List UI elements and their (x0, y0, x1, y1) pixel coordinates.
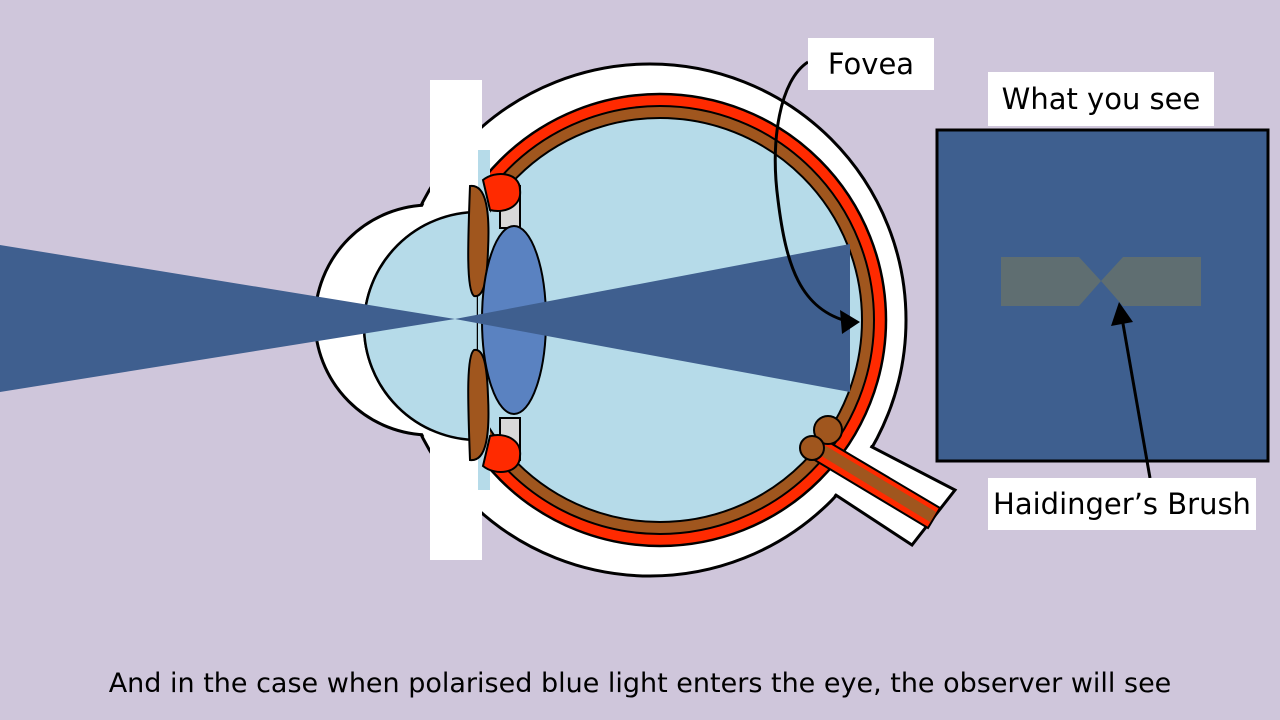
haidinger-brush (1001, 257, 1201, 306)
brush-pointer-arrow (1111, 302, 1152, 479)
incoming-light-beam (0, 245, 455, 392)
view-panel (935, 128, 1270, 463)
caption-text: And in the case when polarised blue ligh… (108, 668, 1172, 699)
what-you-see-label: What you see (988, 72, 1214, 126)
optic-nerve (799, 415, 942, 530)
inner-light-beam (455, 244, 850, 392)
haidinger-brush-label: Haidinger’s Brush (988, 478, 1256, 530)
iris-upper (467, 173, 522, 298)
iris-lower (467, 348, 522, 473)
fovea-pointer-arrow (773, 60, 860, 334)
fovea-label: Fovea (808, 38, 934, 90)
